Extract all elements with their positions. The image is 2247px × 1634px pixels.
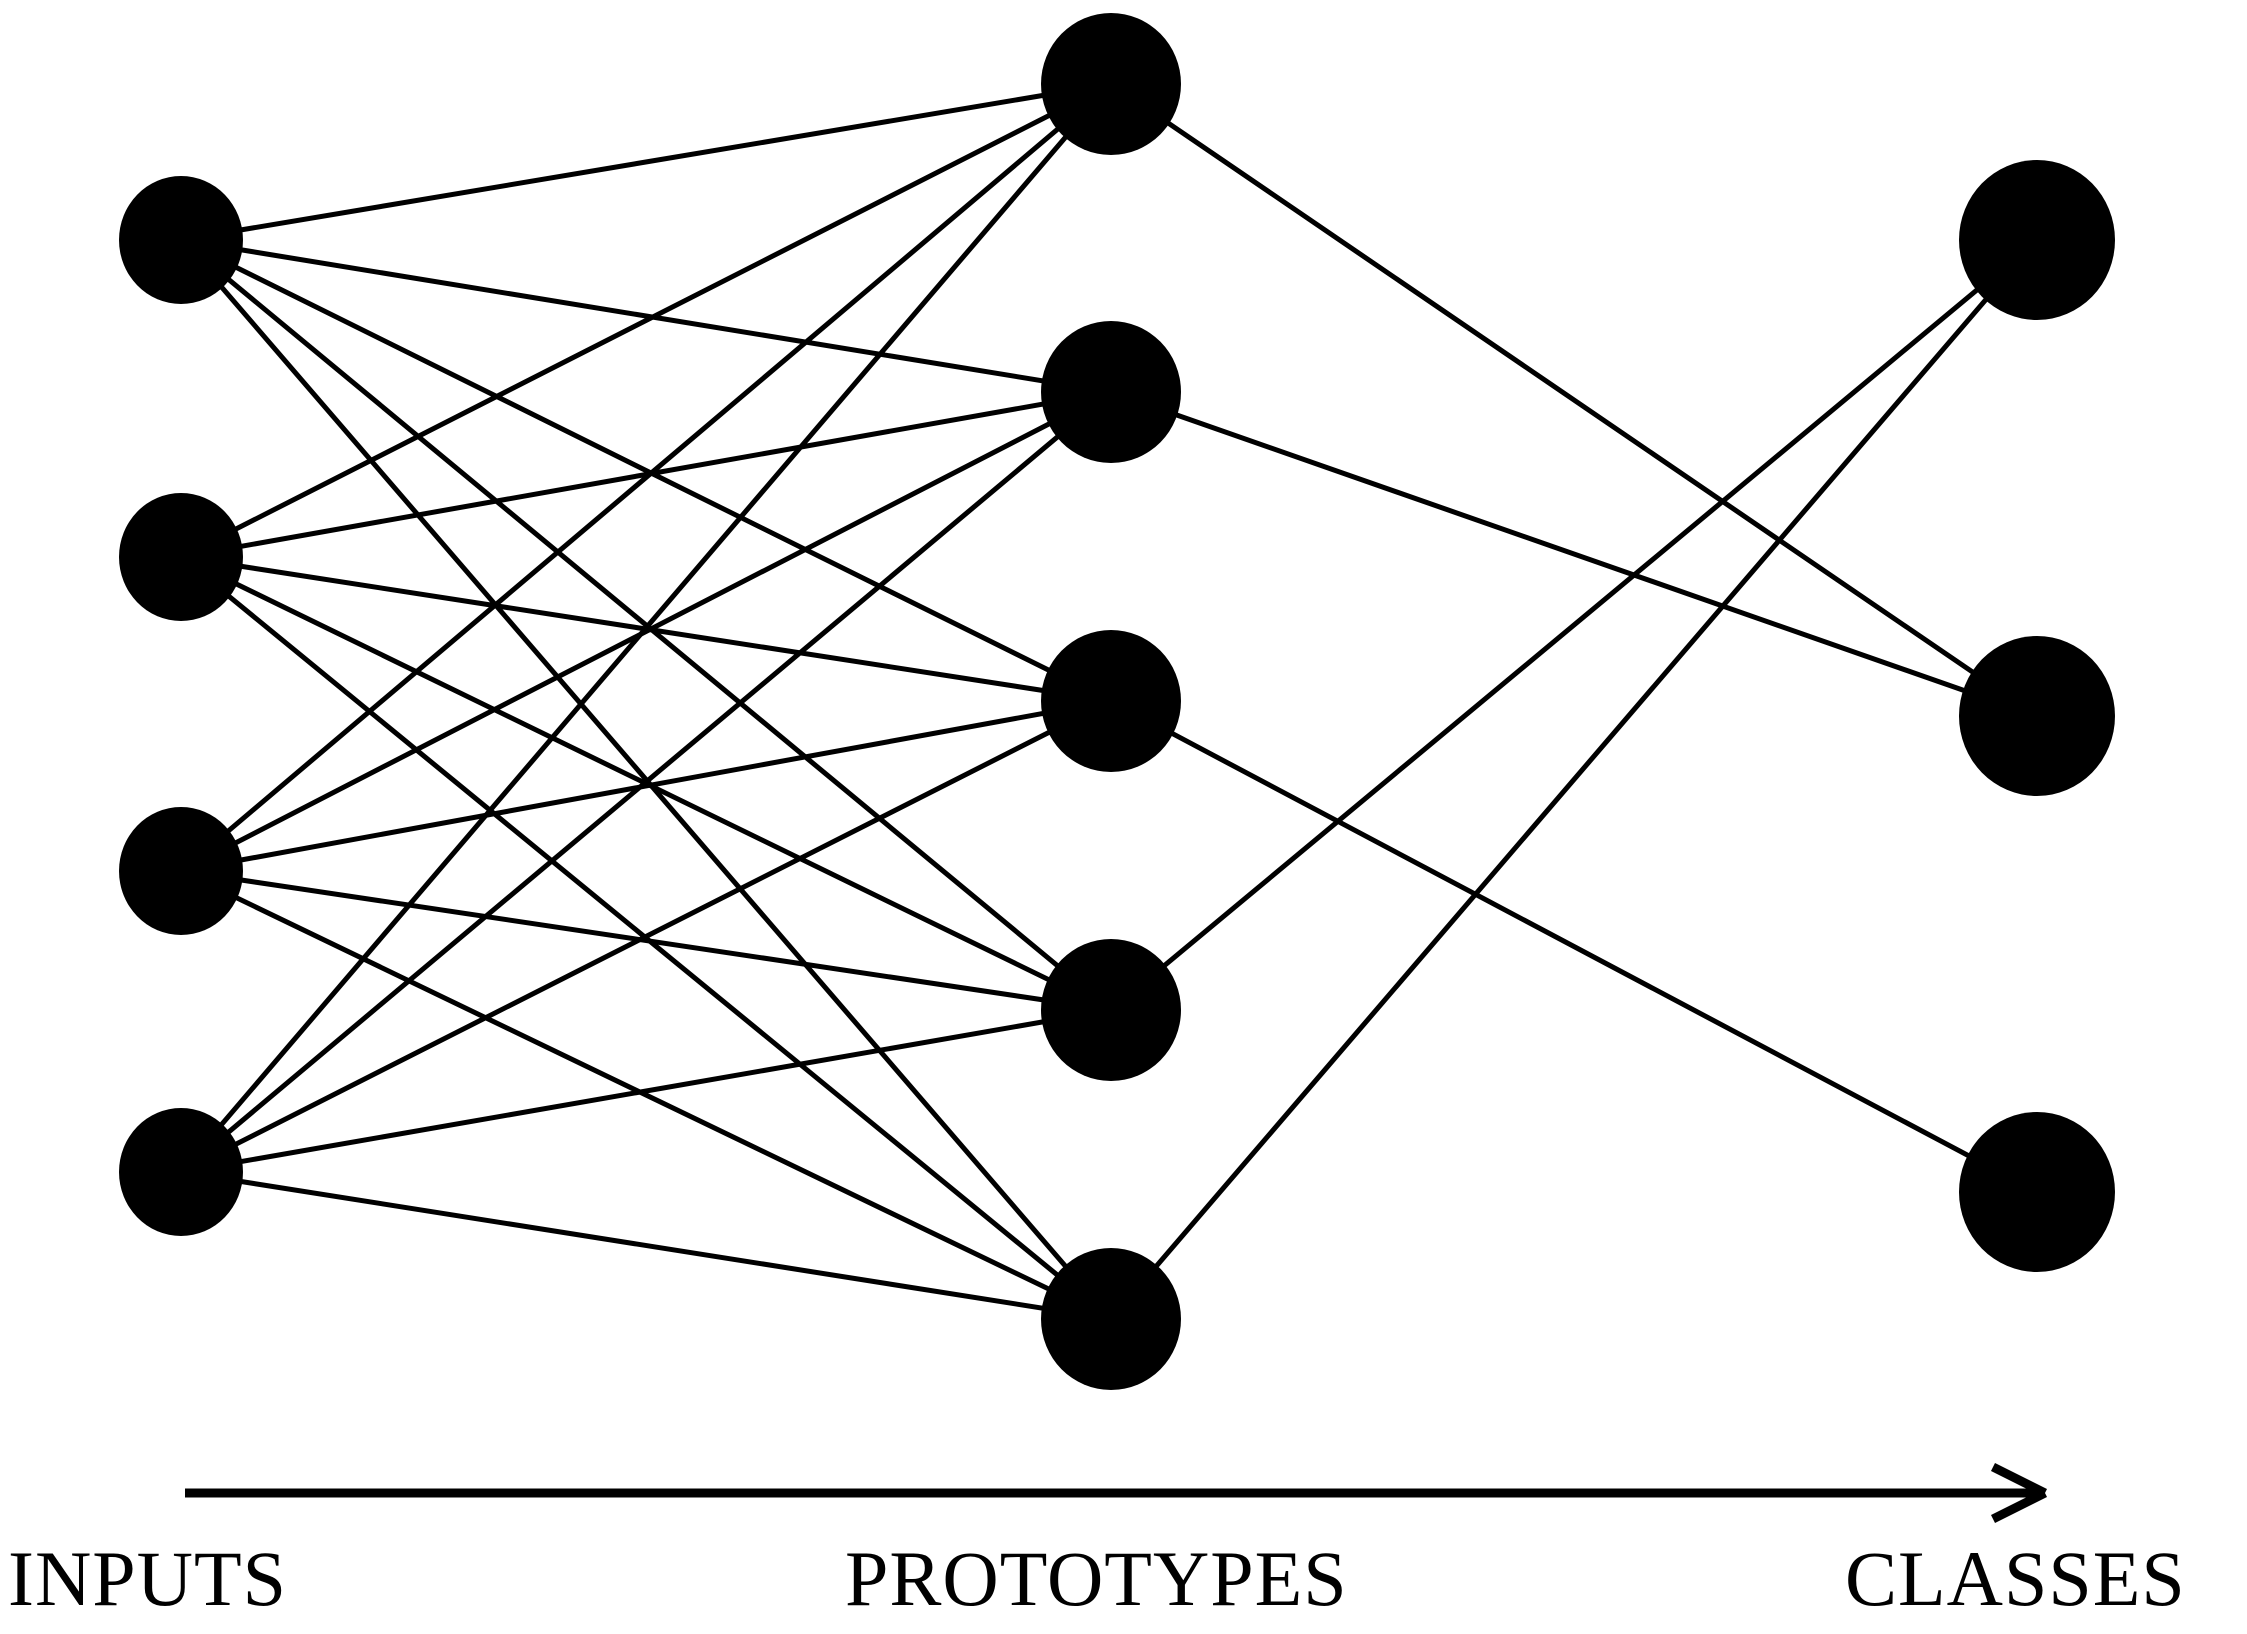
node-i3[interactable] [119,807,243,935]
edge-i2-p1 [178,81,1114,560]
edge-i4-p3 [178,698,1114,1175]
node-i4[interactable] [119,1108,243,1236]
layer-label-inputs: INPUTS [8,1535,288,1622]
node-c1[interactable] [1959,160,2115,320]
node-p2[interactable] [1041,321,1181,463]
node-p3[interactable] [1041,630,1181,772]
flow-arrow-head-barb-bottom [1990,1488,2048,1524]
node-p1[interactable] [1041,13,1181,155]
edge-i1-p1 [178,81,1114,243]
edge-i3-p3 [178,698,1114,874]
node-i2[interactable] [119,493,243,621]
flow-arrow-group [185,1462,2048,1524]
edge-i4-p1 [178,81,1114,1175]
edge-p4-c1 [1108,237,2040,1013]
edge-i3-p5 [178,868,1114,1322]
layer-label-prototypes: PROTOTYPES [845,1535,1348,1622]
edge-p2-c2 [1108,389,2040,719]
edge-i3-p1 [178,81,1114,874]
node-i1[interactable] [119,176,243,304]
flow-arrow-head-barb-top [1990,1462,2048,1498]
edge-p3-c3 [1108,698,2040,1195]
edge-i4-p2 [178,389,1114,1175]
edge-p5-c1 [1108,237,2040,1322]
edge-p1-c2 [1108,81,2040,719]
node-c2[interactable] [1959,636,2115,796]
edge-i4-p5 [178,1169,1114,1322]
node-c3[interactable] [1959,1112,2115,1272]
edges-group [178,81,2040,1322]
layer-label-classes: CLASSES [1845,1535,2186,1622]
edge-i1-p3 [178,237,1114,704]
node-p4[interactable] [1041,939,1181,1081]
edge-i3-p4 [178,868,1114,1013]
node-p5[interactable] [1041,1248,1181,1390]
nodes-group [119,13,2115,1390]
edge-i1-p2 [178,237,1114,395]
edge-i4-p4 [178,1007,1114,1175]
